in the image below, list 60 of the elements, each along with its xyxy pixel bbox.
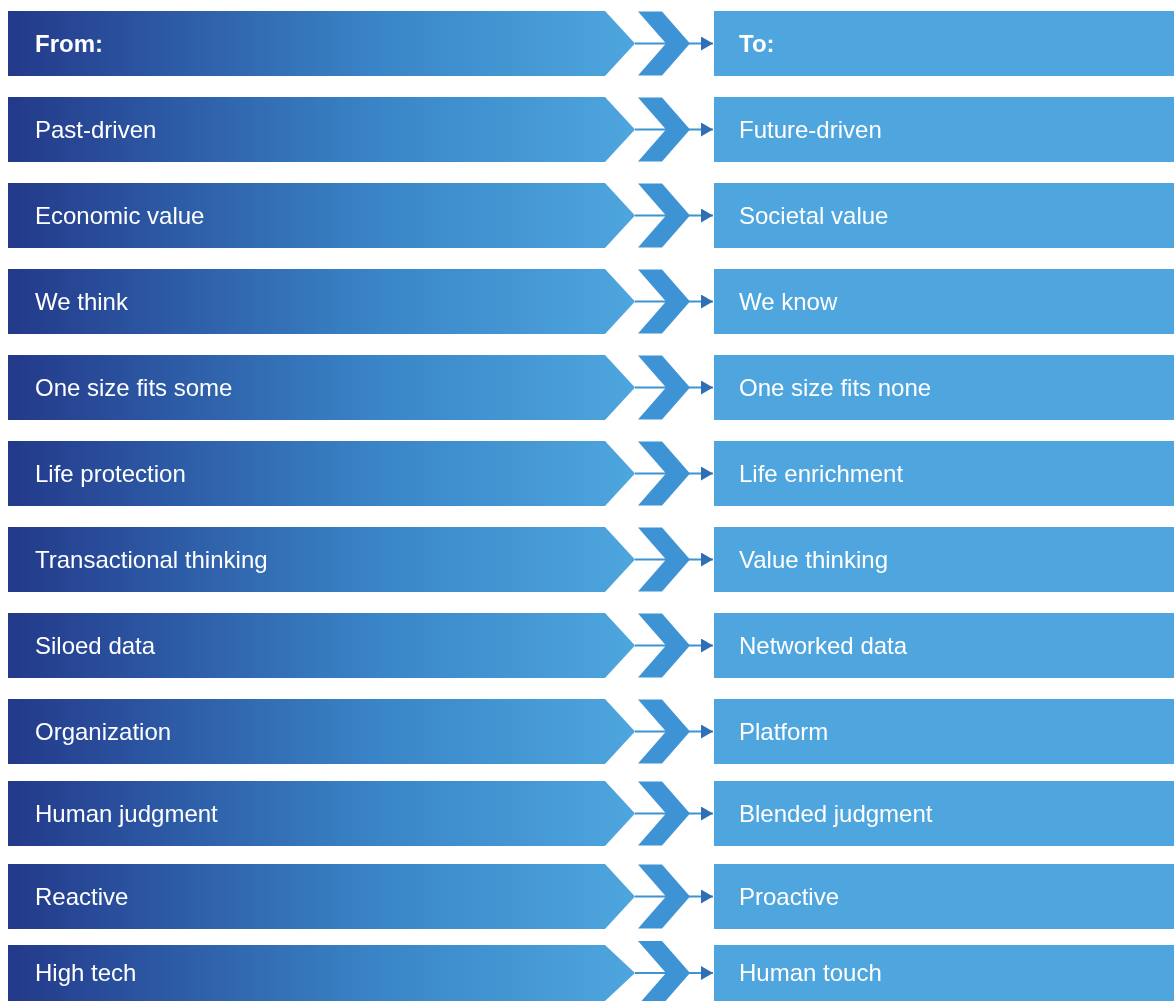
chevron-arrow [634, 527, 714, 592]
text-banner [714, 11, 1174, 76]
arrow-banner [8, 945, 635, 1001]
banner-label: Transactional thinking [35, 545, 268, 574]
chevron-arrow [634, 781, 714, 846]
banner-label: Human touch [739, 959, 882, 987]
arrow-banner [8, 11, 635, 76]
banner-label: Value thinking [739, 545, 888, 574]
banner-label: Blended judgment [739, 799, 933, 828]
arrow-banner [8, 864, 635, 929]
arrow-banner [8, 355, 635, 420]
text-banner [714, 269, 1174, 334]
banner-label: We think [35, 287, 128, 316]
chevron-arrow [634, 355, 714, 420]
banner-label: Economic value [35, 201, 205, 230]
column-heading: From: [35, 29, 103, 58]
chevron-arrow [634, 613, 714, 678]
arrow-banner [8, 699, 635, 764]
banner-label: One size fits some [35, 373, 233, 402]
banner-label: Life enrichment [739, 459, 904, 488]
chevron-arrow [634, 97, 714, 162]
arrow-banner [8, 97, 635, 162]
chevron-arrow [634, 441, 714, 506]
text-banner [714, 527, 1174, 592]
text-banner [714, 781, 1174, 846]
arrow-banner [8, 269, 635, 334]
banner-label: Platform [739, 717, 829, 746]
arrow-banner [8, 613, 635, 678]
text-banner [714, 864, 1174, 929]
chevron-arrow [634, 941, 714, 1001]
text-banner [714, 355, 1174, 420]
banner-label: Future-driven [739, 115, 882, 144]
chevron-arrow [634, 269, 714, 334]
arrow-banner [8, 527, 635, 592]
text-banner [714, 699, 1174, 764]
chevron-arrow [634, 183, 714, 248]
banner-label: Organization [35, 717, 172, 746]
banner-label: We know [739, 287, 838, 316]
banner-label: Reactive [35, 882, 129, 911]
banner-label: Networked data [739, 631, 908, 660]
column-heading: To: [739, 29, 775, 58]
chevron-arrow [634, 11, 714, 76]
chevron-arrow [634, 864, 714, 929]
text-banner [714, 945, 1174, 1001]
text-banner [714, 183, 1174, 248]
text-banner [714, 97, 1174, 162]
banner-label: Societal value [739, 201, 889, 230]
banner-label: Proactive [739, 882, 840, 911]
banner-label: High tech [35, 959, 137, 987]
chevron-arrow [634, 699, 714, 764]
arrow-banner [8, 183, 635, 248]
arrow-banner [8, 781, 635, 846]
banner-label: Human judgment [35, 799, 218, 828]
text-banner [714, 441, 1174, 506]
banner-label: Life protection [35, 459, 186, 488]
banner-label: Siloed data [35, 631, 156, 660]
banner-label: One size fits none [739, 373, 932, 402]
text-banner [714, 613, 1174, 678]
banner-label: Past-driven [35, 115, 157, 144]
arrow-banner [8, 441, 635, 506]
